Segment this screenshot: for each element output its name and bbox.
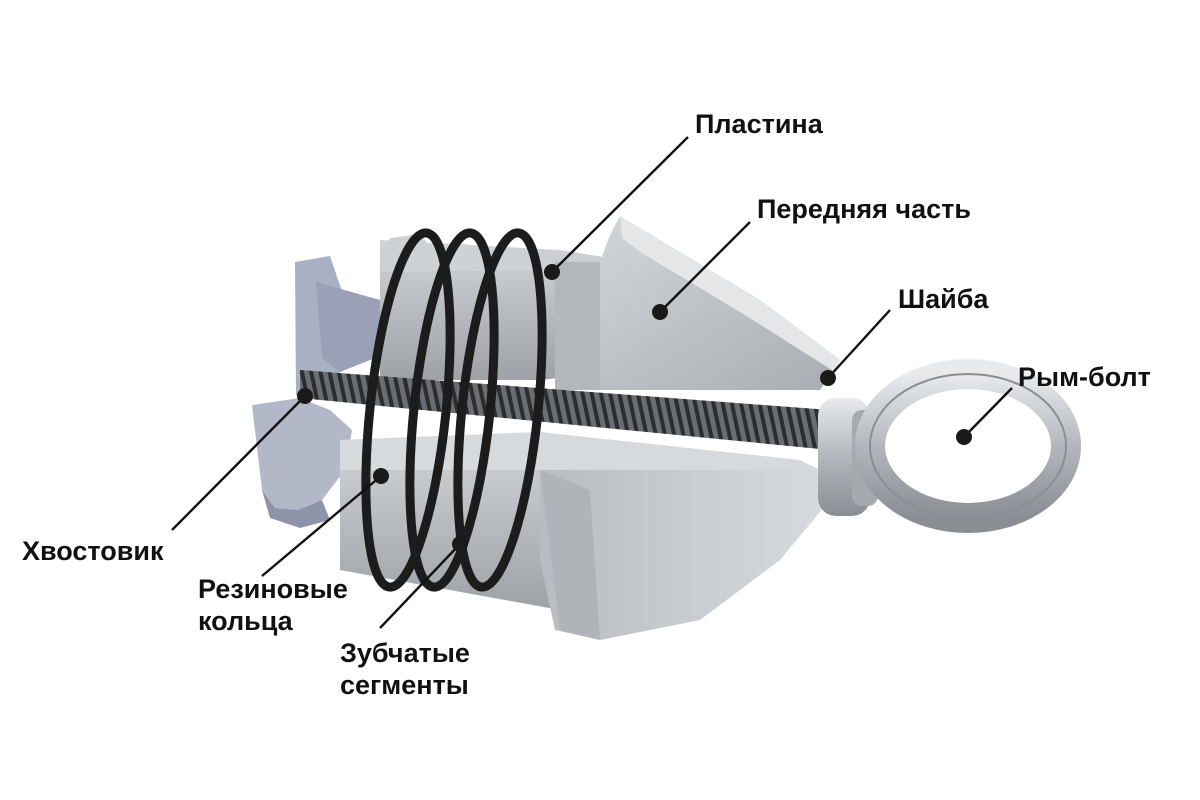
- dot-rings: [373, 468, 389, 484]
- label-shank: Хвостовик: [22, 536, 164, 566]
- label-plate: Пластина: [695, 109, 824, 139]
- rubber-rings: [361, 228, 547, 592]
- eyebolt-part: [855, 359, 1081, 533]
- front-part: [555, 216, 840, 390]
- rubber-ring-3: [453, 228, 547, 592]
- dot-eyebolt: [956, 429, 972, 445]
- label-rings-line1: Резиновые: [198, 574, 348, 604]
- dot-front: [652, 304, 668, 320]
- dot-segments: [452, 536, 468, 552]
- dot-plate: [544, 264, 560, 280]
- shank-part: [252, 256, 395, 528]
- threaded-rod: [300, 370, 830, 450]
- leader-shank: [171, 395, 306, 531]
- leader-front: [659, 221, 751, 313]
- leader-segments: [379, 543, 461, 629]
- label-segments-line1: Зубчатые: [340, 638, 470, 668]
- leader-washer: [827, 309, 891, 379]
- leader-rings: [261, 475, 382, 577]
- leader-eyebolt: [963, 387, 1013, 438]
- dot-washer: [820, 370, 836, 386]
- labels: Пластина Передняя часть Шайба Рым-болт Х…: [22, 109, 1151, 700]
- rubber-ring-2: [405, 228, 499, 592]
- callouts: [171, 136, 1013, 629]
- label-rings-line2: кольца: [198, 606, 294, 636]
- label-eyebolt: Рым-болт: [1018, 362, 1151, 392]
- rubber-ring-1: [361, 228, 455, 592]
- dot-shank: [297, 388, 313, 404]
- label-segments-line2: сегменты: [340, 670, 469, 700]
- leader-plate: [551, 136, 689, 273]
- label-washer: Шайба: [898, 284, 989, 314]
- label-front: Передняя часть: [757, 194, 971, 224]
